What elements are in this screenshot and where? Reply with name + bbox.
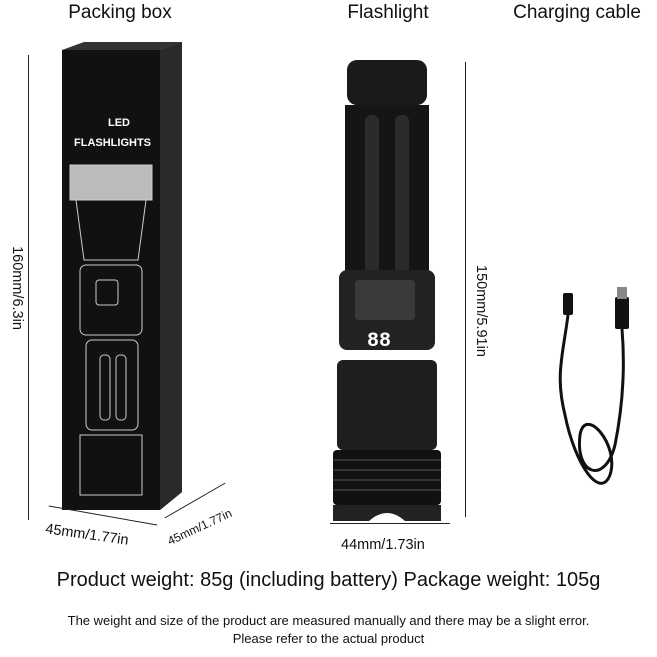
flashlight-height-label: 150mm/5.91in	[473, 265, 489, 357]
box-label-line2: FLASHLIGHTS	[74, 137, 151, 149]
disclaimer-line1: The weight and size of the product are m…	[67, 613, 590, 628]
flashlight-width-label: 44mm/1.73in	[341, 537, 425, 553]
charging-cable-image	[558, 287, 629, 485]
box-height-line	[28, 55, 29, 520]
flashlight-height-line	[465, 62, 466, 517]
flashlight-heading: Flashlight	[347, 2, 429, 23]
weight-info: Product weight: 85g (including battery) …	[56, 569, 601, 591]
packing-box-image: LED FLASHLIGHTS	[62, 42, 182, 510]
disclaimer-line2: Please refer to the actual product	[232, 631, 425, 646]
packing-box-heading: Packing box	[68, 2, 172, 23]
flashlight-display: 88	[367, 330, 391, 353]
box-height-label: 160mm/6.3in	[9, 246, 25, 330]
charging-cable-heading: Charging cable	[513, 2, 641, 23]
flashlight-image: 88	[333, 60, 441, 521]
flashlight-width-line	[330, 523, 450, 524]
flashlight-outline-drawing	[69, 164, 153, 496]
box-width-label: 45mm/1.77in	[44, 521, 130, 549]
box-label-line1: LED	[108, 117, 130, 129]
